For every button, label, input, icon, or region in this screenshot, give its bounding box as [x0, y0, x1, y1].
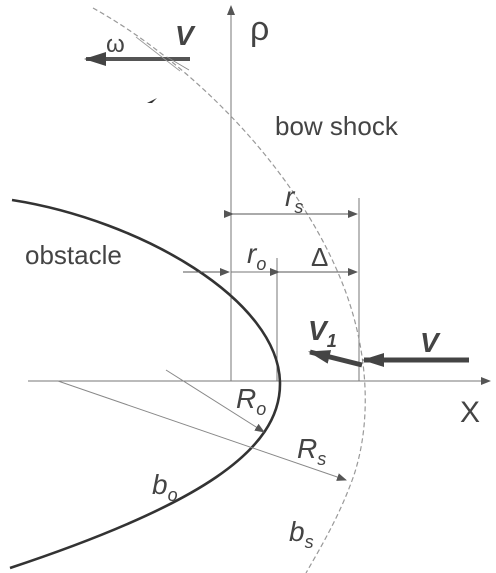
- rho-label: ρ: [250, 10, 269, 48]
- obstacle-curve: [9, 198, 282, 570]
- R-s-label: Rs: [297, 433, 326, 469]
- r-s-label: rs: [285, 181, 303, 217]
- b-s-label: bs: [289, 516, 314, 552]
- bow-shock-curve: [92, 7, 366, 573]
- x-axis-label: X: [460, 396, 480, 429]
- delta-label: Δ: [311, 242, 328, 272]
- v1-arrow: [308, 349, 363, 368]
- omega-ray: [135, 36, 181, 72]
- b-o-label: bo: [152, 469, 178, 505]
- R-s-radius: [57, 380, 347, 481]
- r-o-label: ro: [247, 238, 266, 274]
- obstacle-label: obstacle: [25, 240, 122, 270]
- shock-tangent-tick: [166, 56, 190, 71]
- v-inflow-label: V: [420, 327, 441, 358]
- R-o-label: Ro: [236, 383, 266, 419]
- v1-label: V1: [308, 315, 337, 351]
- stray-tick-mark: [147, 98, 157, 103]
- bow-shock-label: bow shock: [275, 111, 399, 141]
- R-o-radius: [165, 369, 265, 433]
- v-top-label: V: [175, 20, 196, 51]
- omega-label: ω: [106, 31, 125, 58]
